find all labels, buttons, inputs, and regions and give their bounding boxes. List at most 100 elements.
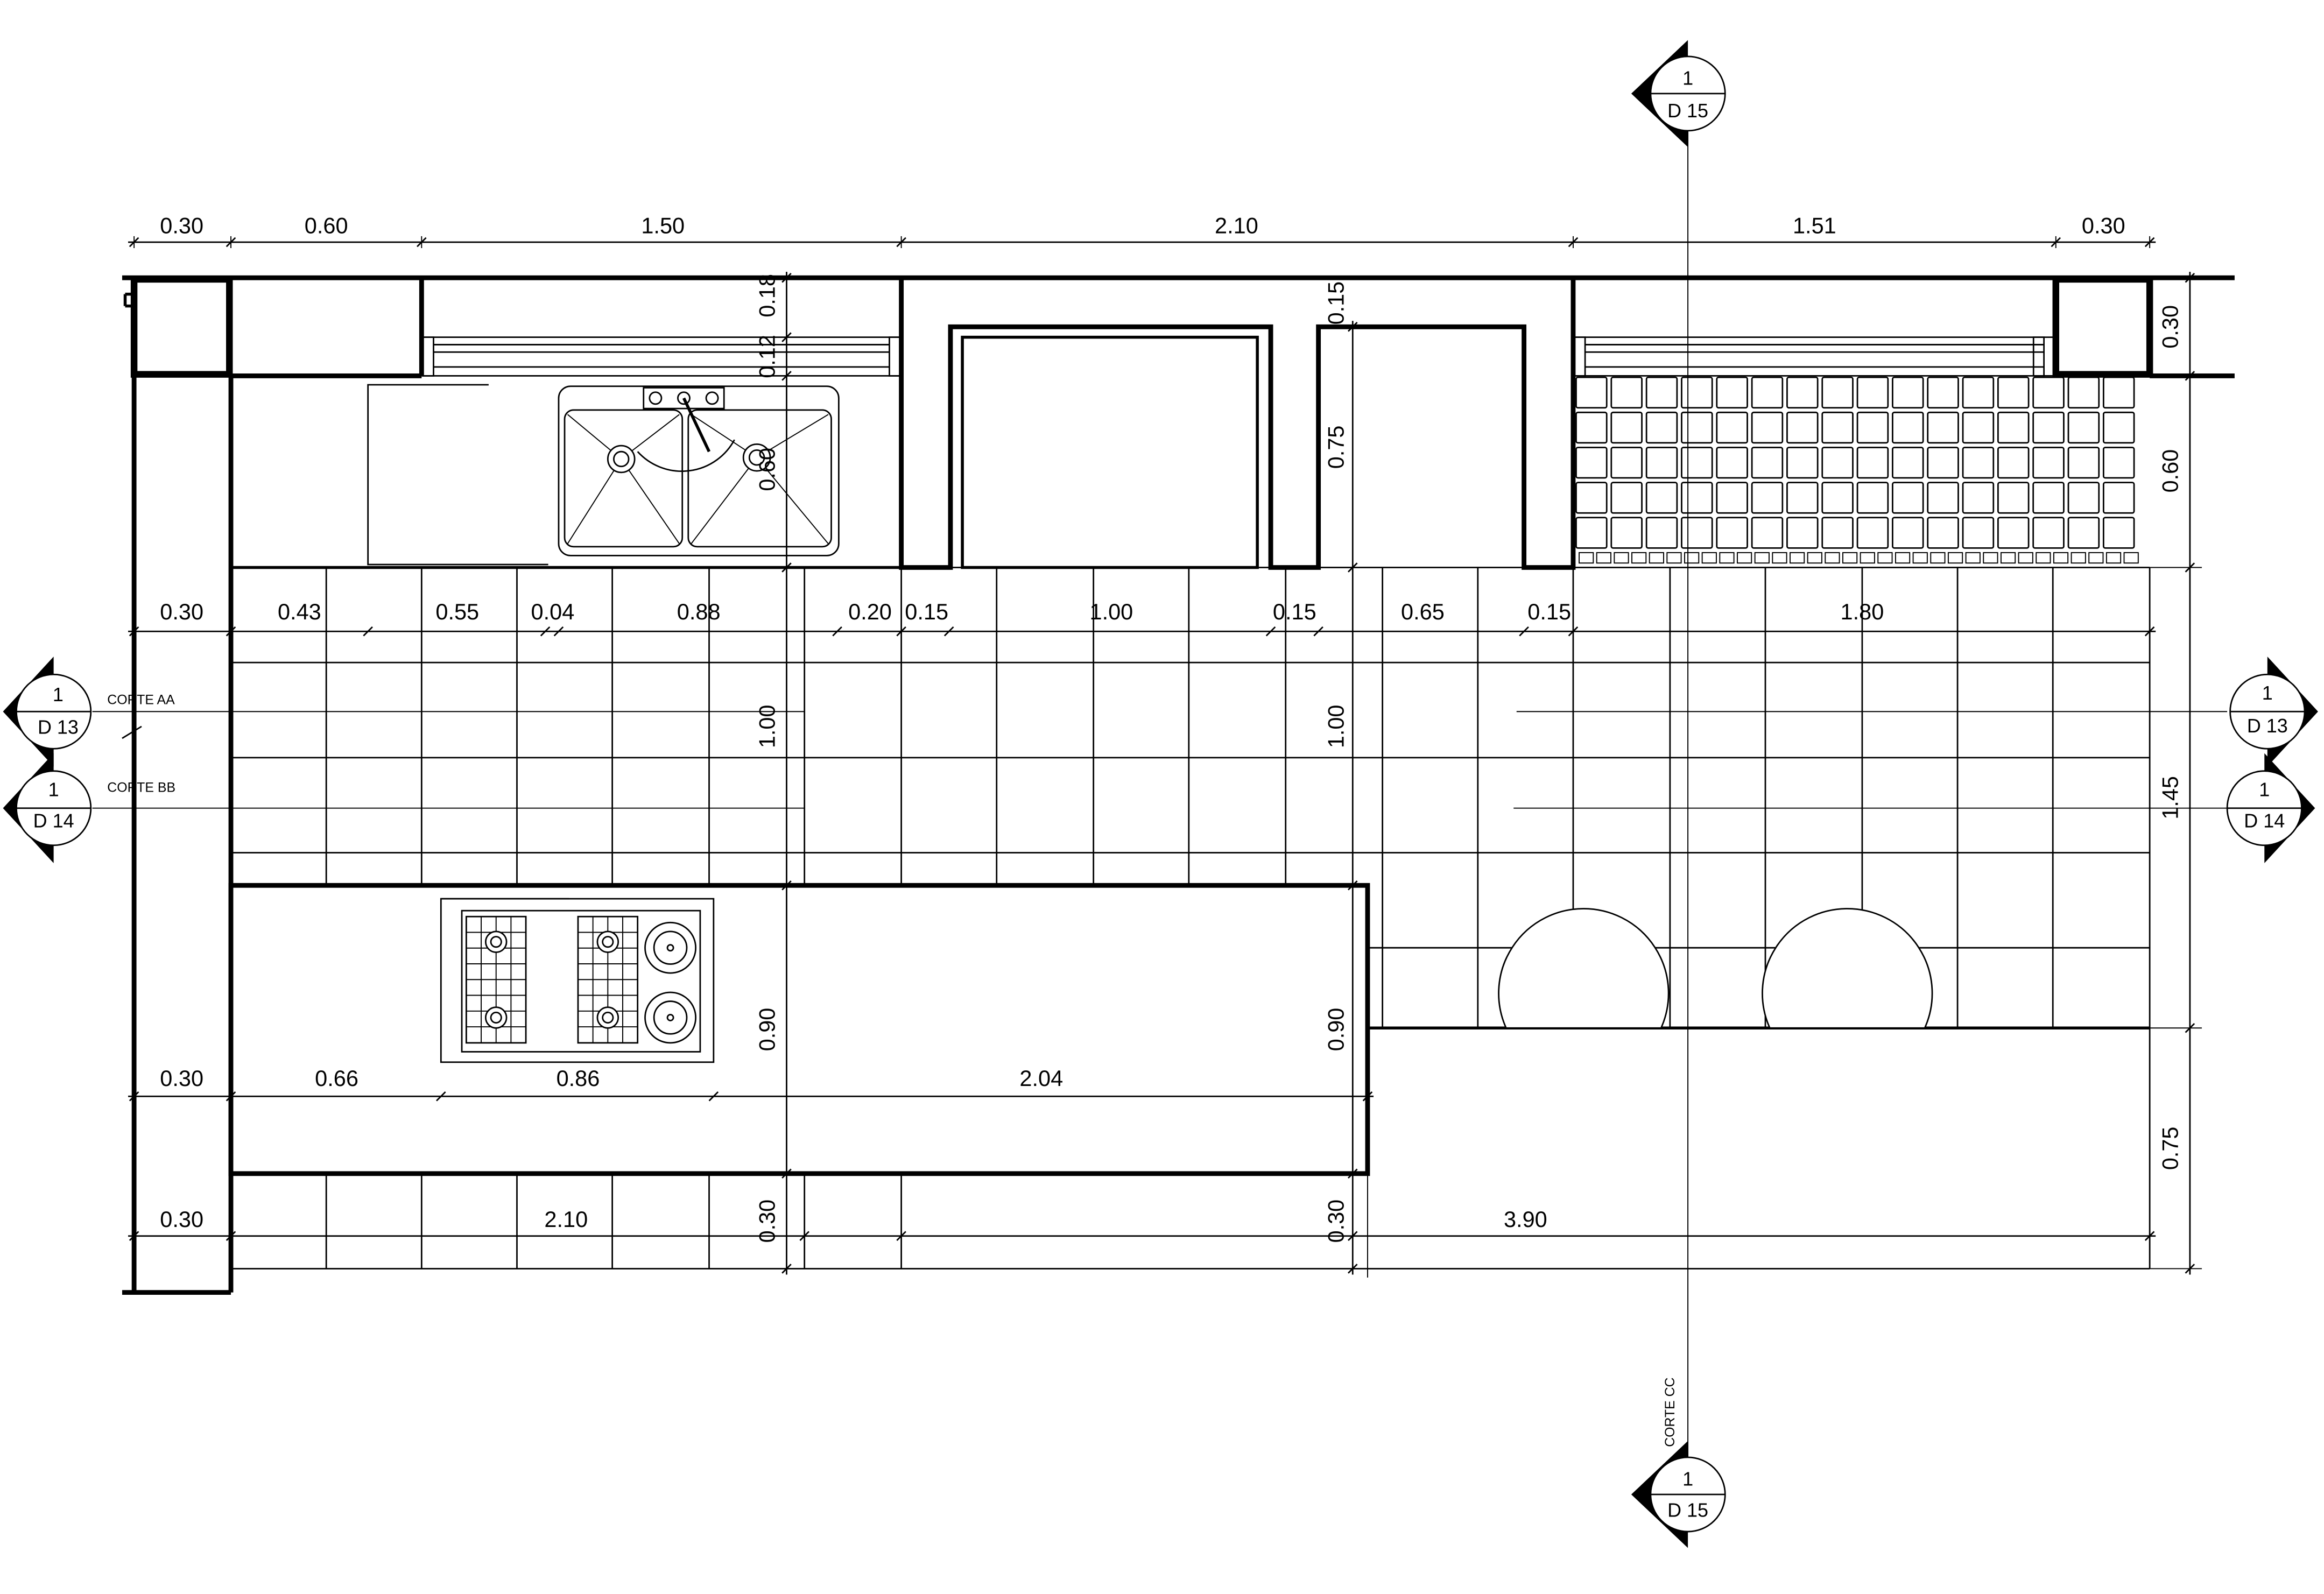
dim-tick bbox=[1348, 1168, 1358, 1179]
dim-tick bbox=[781, 371, 792, 381]
dim-row2-10: 0.15 bbox=[1527, 599, 1571, 624]
tile bbox=[1786, 517, 1819, 549]
section-bottom-number: 1 bbox=[1682, 1468, 1693, 1490]
tile bbox=[1997, 447, 2030, 479]
tile-small bbox=[1614, 552, 1629, 564]
dim-top-0: 0.30 bbox=[160, 213, 203, 238]
dim-tick bbox=[129, 1231, 139, 1241]
tile bbox=[1856, 517, 1889, 549]
section-marker-icon: 1 D 13 bbox=[2229, 657, 2318, 767]
burner-center bbox=[490, 936, 502, 948]
section-marker-icon: 1 D 15 bbox=[1631, 1441, 1726, 1548]
tile bbox=[1751, 411, 1784, 444]
dim-row3-3: 2.04 bbox=[1019, 1066, 1063, 1091]
tile bbox=[2067, 411, 2100, 444]
corte-aa-label: CORTE AA bbox=[107, 692, 175, 707]
tile-small bbox=[2053, 552, 2069, 564]
round-stool-icon bbox=[1498, 908, 1933, 1029]
tile bbox=[2032, 376, 2065, 409]
column-right bbox=[2052, 276, 2153, 378]
dim-row4-4: 3.90 bbox=[1504, 1207, 1547, 1232]
tile bbox=[1927, 482, 1959, 514]
burner-center bbox=[490, 1011, 502, 1024]
tile bbox=[1997, 482, 2030, 514]
dim-island-0: 0.90 bbox=[754, 1008, 779, 1052]
tile bbox=[2032, 517, 2065, 549]
dimension-labels: 0.30 0.60 1.50 2.10 1.51 0.30 0.18 0.12 … bbox=[160, 213, 2182, 1243]
tile bbox=[1786, 447, 1819, 479]
tile bbox=[1645, 482, 1678, 514]
dim-tick bbox=[540, 626, 551, 637]
corte-cc-label: CORTE CC bbox=[1663, 1378, 1678, 1447]
tile-small bbox=[1895, 552, 1911, 564]
dim-tick bbox=[832, 626, 842, 637]
tile bbox=[1716, 482, 1748, 514]
dim-tick bbox=[129, 626, 139, 637]
tile bbox=[2102, 376, 2135, 409]
tile-small bbox=[1965, 552, 1981, 564]
dim-tick bbox=[781, 332, 792, 342]
section-bb-right-sheet: D 14 bbox=[2244, 810, 2285, 832]
dim-upper-0: 0.18 bbox=[754, 274, 779, 318]
tile bbox=[1610, 447, 1643, 479]
tile bbox=[1821, 482, 1854, 514]
section-markers: 1 D 15 1 D 15 1 D 13 1 D 14 bbox=[3, 40, 2318, 1548]
dim-tick bbox=[2144, 626, 2155, 637]
dim-row3-1: 0.66 bbox=[315, 1066, 358, 1091]
section-marker-icon: 1 D 14 bbox=[3, 753, 92, 863]
tile bbox=[1575, 482, 1608, 514]
tile bbox=[2032, 411, 2065, 444]
tile bbox=[1997, 376, 2030, 409]
dim-wall-cabinet: 0.75 bbox=[1323, 426, 1349, 469]
dim-top-5: 0.30 bbox=[2082, 213, 2125, 238]
tile bbox=[2102, 411, 2135, 444]
burner bbox=[484, 930, 508, 953]
tile bbox=[1645, 447, 1678, 479]
tile bbox=[1681, 482, 1713, 514]
double-sink-icon bbox=[558, 385, 840, 556]
burner-center bbox=[602, 936, 614, 948]
tile-small bbox=[1754, 552, 1770, 564]
dim-tick bbox=[781, 272, 792, 283]
section-top-sheet: D 15 bbox=[1667, 100, 1708, 122]
dim-tick bbox=[1265, 626, 1276, 637]
tile bbox=[1610, 411, 1643, 444]
dim-tick bbox=[1313, 626, 1323, 637]
dim-row2-8: 0.15 bbox=[1273, 599, 1316, 624]
tile bbox=[2032, 482, 2065, 514]
section-aa-right-sheet: D 13 bbox=[2247, 715, 2288, 737]
tile bbox=[1575, 411, 1608, 444]
tile bbox=[1892, 482, 1924, 514]
dim-right-top-0: 0.30 bbox=[2158, 305, 2183, 349]
dim-tick bbox=[781, 1264, 792, 1274]
tile-small bbox=[2088, 552, 2104, 564]
tile-small bbox=[2105, 552, 2122, 564]
dim-top-3: 2.10 bbox=[1215, 213, 1258, 238]
tile bbox=[2067, 517, 2100, 549]
corte-bb-label: CORTE BB bbox=[107, 780, 175, 795]
tile bbox=[1821, 447, 1854, 479]
dim-row4-0: 0.30 bbox=[160, 1207, 203, 1232]
dim-row4-2: 0.30 bbox=[754, 1200, 779, 1243]
dim-tick bbox=[943, 626, 954, 637]
tile bbox=[1927, 376, 1959, 409]
dim-passage-1: 1.00 bbox=[1323, 705, 1349, 749]
tile-small bbox=[2071, 552, 2086, 564]
dim-tick bbox=[896, 1231, 906, 1241]
dim-tick bbox=[1348, 562, 1358, 573]
section-aa-left-number: 1 bbox=[53, 683, 64, 706]
dim-top-1: 0.60 bbox=[305, 213, 348, 238]
section-marker-icon: 1 D 15 bbox=[1631, 40, 1726, 147]
dim-row4-3: 0.30 bbox=[1323, 1200, 1349, 1243]
dim-tick bbox=[1568, 626, 1579, 637]
tile-small bbox=[2036, 552, 2051, 564]
tile bbox=[1856, 447, 1889, 479]
dim-tick bbox=[226, 1091, 236, 1102]
tile-small bbox=[1719, 552, 1735, 564]
tile bbox=[1610, 482, 1643, 514]
section-top-number: 1 bbox=[1682, 67, 1693, 89]
tile bbox=[2067, 447, 2100, 479]
burner bbox=[484, 1006, 508, 1029]
section-marker-icon: 1 D 14 bbox=[2226, 753, 2315, 863]
